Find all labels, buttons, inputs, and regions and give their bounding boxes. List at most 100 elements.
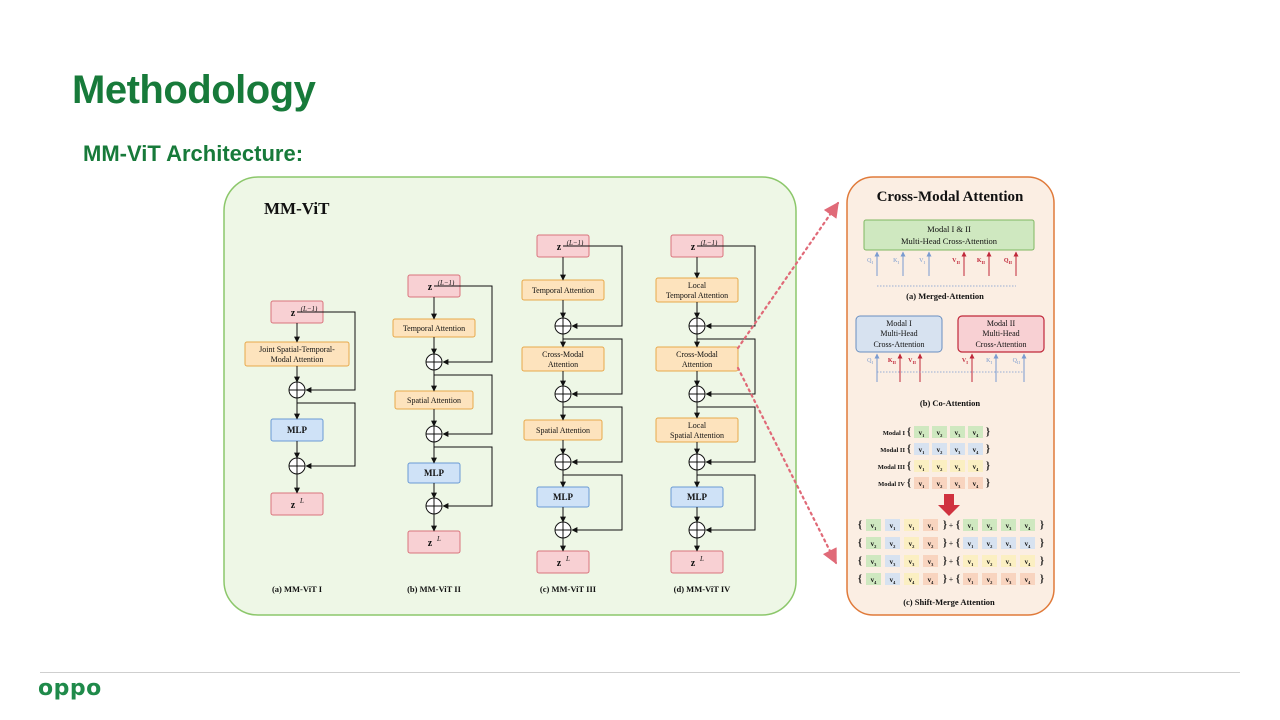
token-label: v2 xyxy=(909,540,916,549)
residual-connection xyxy=(563,474,623,533)
token-subscript: 1 xyxy=(874,526,877,531)
brace: { xyxy=(907,478,911,489)
token-subscript: 2 xyxy=(912,544,915,549)
local-spatial-attention-block-label-line2: Spatial Attention xyxy=(670,431,724,440)
token-label: v3 xyxy=(909,558,916,567)
token-label: v3 xyxy=(928,558,935,567)
token-cell xyxy=(932,460,947,472)
token-label: v4 xyxy=(871,576,878,585)
token-label: v1 xyxy=(890,522,897,531)
z-out-superscript: L xyxy=(436,535,441,543)
token-cell xyxy=(968,477,983,489)
brace: { xyxy=(956,538,960,549)
merged-input-label: QI xyxy=(867,258,873,265)
residual-connection xyxy=(697,406,756,465)
token-cell xyxy=(982,537,997,549)
token-cell xyxy=(866,537,881,549)
token-subscript: 1 xyxy=(971,544,974,549)
token-subscript: 1 xyxy=(922,467,925,472)
z-in-label: z xyxy=(691,242,696,253)
token-cell xyxy=(950,477,965,489)
z-in-label: z xyxy=(557,242,562,253)
cross-modal-attention-block-label-line2: Attention xyxy=(682,360,712,369)
token-label: v1 xyxy=(919,446,926,455)
token-cell xyxy=(885,555,900,567)
co-input-subscript: I xyxy=(872,360,874,365)
token-cell xyxy=(1020,537,1035,549)
mmvit-variants: z(L−1)Joint Spatial-Temporal-Modal Atten… xyxy=(244,234,756,594)
token-cell xyxy=(1001,537,1016,549)
shift-merge-caption: (c) Shift-Merge Attention xyxy=(903,597,995,607)
z-out-box xyxy=(536,550,590,574)
token-cell xyxy=(885,537,900,549)
token-label: v3 xyxy=(1006,576,1013,585)
residual-connection xyxy=(697,338,756,397)
variant-caption-2: (b) MM-ViT II xyxy=(407,584,462,594)
token-subscript: 3 xyxy=(874,562,877,567)
cross-modal-attention-block-label-line1: Cross-Modal xyxy=(676,350,719,359)
token-subscript: 4 xyxy=(893,580,896,585)
merged-input-subscript: I xyxy=(872,260,874,265)
token-label: v4 xyxy=(890,576,897,585)
token-label: v2 xyxy=(928,540,935,549)
token-cell xyxy=(866,519,881,531)
mlp-block-label: MLP xyxy=(553,492,573,502)
token-cell xyxy=(904,519,919,531)
residual-connection xyxy=(697,474,756,533)
residual-connection xyxy=(563,338,623,397)
token-cell xyxy=(1001,555,1016,567)
token-subscript: 1 xyxy=(971,580,974,585)
token-subscript: 4 xyxy=(976,450,979,455)
merged-attention-box xyxy=(863,219,1035,251)
brace: } xyxy=(943,520,947,531)
brace: } xyxy=(1040,556,1044,567)
token-label: v1 xyxy=(968,540,975,549)
co-box1-line3: Cross-Attention xyxy=(873,340,924,349)
token-cell xyxy=(885,519,900,531)
brace: { xyxy=(858,538,862,549)
brace: } xyxy=(943,556,947,567)
merged-input-label: KI xyxy=(893,258,899,265)
token-cell xyxy=(982,519,997,531)
merged-input-subscript: II xyxy=(981,260,985,265)
token-label: v2 xyxy=(987,522,994,531)
token-label: v3 xyxy=(890,558,897,567)
token-subscript: 3 xyxy=(958,450,961,455)
cross-modal-attention-block-label-line1: Cross-Modal xyxy=(542,350,585,359)
token-label: v3 xyxy=(1006,558,1013,567)
z-in-superscript: (L−1) xyxy=(438,279,455,287)
merged-box-line2: Multi-Head Cross-Attention xyxy=(901,236,998,246)
token-subscript: 2 xyxy=(940,433,943,438)
token-cell xyxy=(982,573,997,585)
token-cell xyxy=(1020,573,1035,585)
co-box2-line1: Modal II xyxy=(987,319,1016,328)
z-in-label: z xyxy=(428,282,433,293)
token-subscript: 2 xyxy=(940,450,943,455)
brace: { xyxy=(907,427,911,438)
token-label: v2 xyxy=(937,463,944,472)
co-input-subscript: II xyxy=(1017,360,1020,365)
variant-caption-3: (c) MM-ViT III xyxy=(540,584,597,594)
merged-input-subscript: I xyxy=(924,260,926,265)
merged-input-subscript: II xyxy=(1008,260,1012,265)
co-input-subscript: II xyxy=(912,360,916,365)
token-label: v4 xyxy=(973,429,980,438)
cross-modal-panel xyxy=(846,176,1055,616)
token-cell xyxy=(866,555,881,567)
z-out-label: z xyxy=(428,538,433,549)
token-label: v4 xyxy=(973,463,980,472)
co-input-label: QI xyxy=(867,358,873,365)
cross-modal-attention-block-label-line2: Attention xyxy=(548,360,578,369)
brace: { xyxy=(858,574,862,585)
co-input-label: VII xyxy=(908,358,916,365)
token-cell xyxy=(932,477,947,489)
token-cell xyxy=(968,443,983,455)
co-input-label: KI xyxy=(986,358,992,365)
brace: } xyxy=(943,574,947,585)
token-label: v1 xyxy=(928,522,935,531)
local-temporal-attention-block-label-line2: Temporal Attention xyxy=(666,291,728,300)
residual-connection xyxy=(563,406,623,465)
